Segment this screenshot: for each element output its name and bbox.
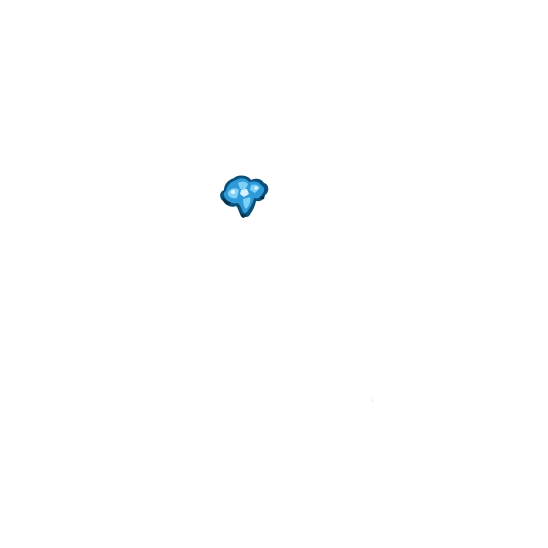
crystal-accent-3 (260, 194, 265, 200)
crystal-highlight-1 (240, 189, 249, 197)
crystal-accent-1 (222, 197, 231, 205)
crystal-facet-bottom (243, 197, 251, 209)
blue-crystal-icon (214, 172, 274, 224)
crystal-facet-top (238, 181, 248, 190)
crystal-highlight-2 (230, 189, 236, 195)
crystal-highlight-3 (254, 186, 258, 190)
crystal-accent-2 (240, 212, 247, 218)
faint-speck-icon (369, 396, 375, 404)
